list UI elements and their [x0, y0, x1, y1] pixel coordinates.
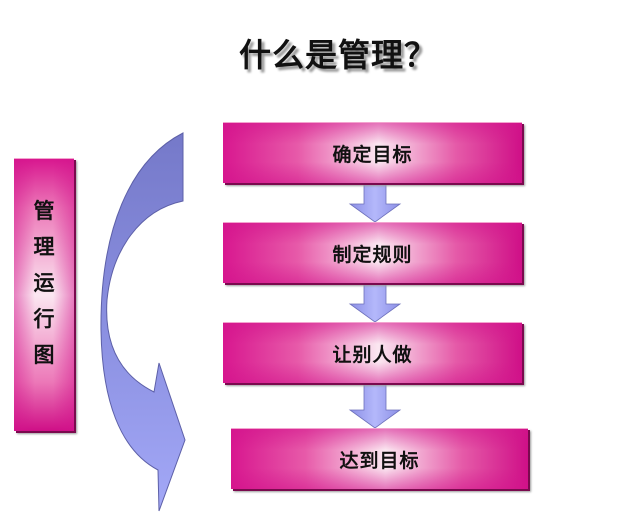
side-label-char: 理	[33, 235, 55, 259]
step-label: 确定目标	[332, 143, 413, 166]
step-box-make-rules: 制定规则	[223, 222, 522, 283]
step-label: 制定规则	[332, 243, 413, 266]
step-box-set-goal: 确定目标	[223, 122, 522, 183]
side-label-char: 管	[33, 199, 55, 223]
step-box-reach-goal: 达到目标	[231, 428, 528, 489]
side-label-char: 行	[33, 307, 55, 331]
page-title: 什么是管理？	[0, 30, 640, 76]
side-label-text: 管 理 运 行 图	[14, 193, 74, 373]
step-box-delegate: 让别人做	[223, 322, 522, 383]
step-label: 让别人做	[332, 343, 413, 366]
title-text: 什么是管理？	[238, 36, 437, 74]
down-arrow-icon	[348, 182, 402, 223]
side-label-bar: 管 理 运 行 图	[14, 158, 74, 431]
step-label: 达到目标	[339, 449, 420, 472]
side-label-char: 图	[33, 343, 55, 367]
down-arrow-icon	[348, 282, 402, 323]
down-arrow-icon	[348, 382, 402, 429]
side-label-char: 运	[33, 271, 55, 295]
curved-return-arrow-icon	[100, 132, 186, 512]
